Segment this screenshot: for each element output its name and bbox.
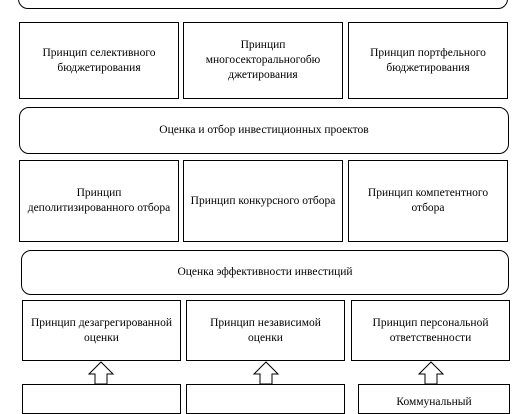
principle-depoliticized-selection: Принцип деполитизированного отбора <box>19 160 179 242</box>
bottom-box-right-label: Коммунальный <box>396 396 472 408</box>
bottom-box-left <box>22 384 181 414</box>
principle-multisectoral-budgeting: Принцип многосекторальногобю джетировани… <box>183 22 343 99</box>
principle-independent-assessment: Принцип независимой оценки <box>186 300 345 361</box>
top-header-box <box>18 0 508 9</box>
bottom-box-center <box>186 384 345 414</box>
principle-competitive-selection: Принцип конкурсного отбора <box>183 160 343 242</box>
stage-header-label: Оценка и отбор инвестиционных проектов <box>159 124 369 136</box>
principle-label: Принцип конкурсного отбора <box>190 194 336 207</box>
up-arrow-right-icon <box>417 361 445 385</box>
stage-header-label: Оценка эффективности инвестиций <box>177 266 353 278</box>
principle-competent-selection: Принцип компетентного отбора <box>348 160 508 242</box>
stage-header-project-selection: Оценка и отбор инвестиционных проектов <box>19 107 509 154</box>
principle-label: Принцип портфельного бюджетирования <box>370 46 486 74</box>
principle-label: Принцип независимой оценки <box>210 316 321 344</box>
up-arrow-center-icon <box>252 361 280 385</box>
stage-header-investment-efficiency: Оценка эффективности инвестиций <box>21 250 509 295</box>
bottom-box-right: Коммунальный <box>358 384 510 414</box>
principle-label: Принцип дезагрегированной оценки <box>31 316 172 344</box>
principle-label: Принцип селективного бюджетирования <box>42 46 156 74</box>
principle-disaggregated-assessment: Принцип дезагрегированной оценки <box>22 300 181 361</box>
principle-portfolio-budgeting: Принцип портфельного бюджетирования <box>348 22 508 99</box>
up-arrow-left-icon <box>87 361 115 385</box>
principle-label: Принцип персональной ответственности <box>372 316 489 344</box>
principle-personal-responsibility: Принцип персональной ответственности <box>351 300 510 361</box>
principle-label: Принцип деполитизированного отбора <box>27 187 171 214</box>
principle-selective-budgeting: Принцип селективного бюджетирования <box>19 22 179 99</box>
principle-label: Принцип многосекторальногобю джетировани… <box>205 39 321 81</box>
principle-label: Принцип компетентного отбора <box>367 187 489 214</box>
